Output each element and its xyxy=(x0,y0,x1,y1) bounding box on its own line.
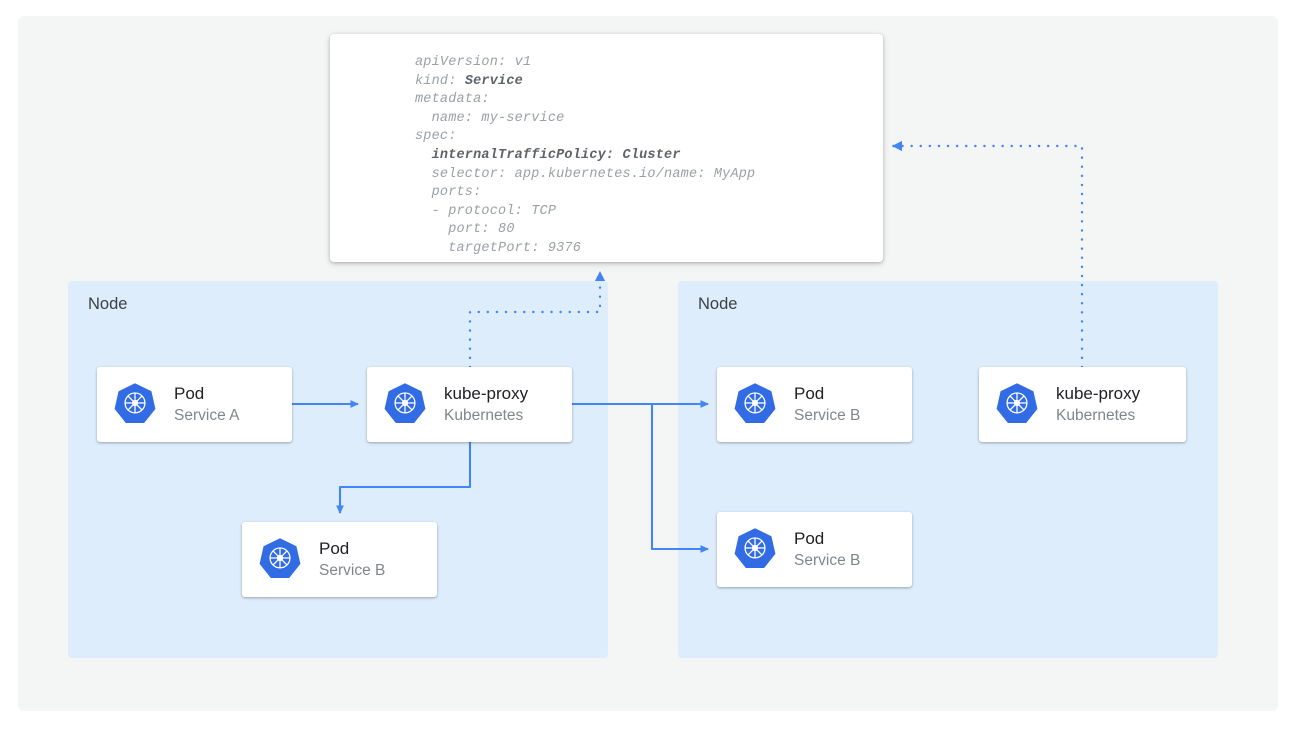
card-subtitle: Service A xyxy=(174,405,239,426)
kubernetes-helm-icon xyxy=(734,381,776,428)
node-right: Node xyxy=(678,281,1218,658)
card-subtitle: Kubernetes xyxy=(1056,405,1140,426)
node-right-label: Node xyxy=(698,295,737,314)
kubernetes-helm-icon xyxy=(734,526,776,573)
card-kube-proxy-right[interactable]: kube-proxy Kubernetes xyxy=(979,367,1186,442)
yaml-line-selector: selector: app.kubernetes.io/name: MyApp xyxy=(415,167,755,182)
card-pod-service-b-right-top[interactable]: Pod Service B xyxy=(717,367,912,442)
card-pod-service-b-right-bottom[interactable]: Pod Service B xyxy=(717,512,912,587)
yaml-line-spec: spec: xyxy=(415,129,457,144)
yaml-line-targetport: targetPort: 9376 xyxy=(415,241,581,256)
card-title: Pod xyxy=(174,383,239,405)
kubernetes-helm-icon xyxy=(384,381,426,428)
yaml-line-name: name: my-service xyxy=(415,111,564,126)
yaml-line-protocol: - protocol: TCP xyxy=(415,204,556,219)
card-pod-service-b-left[interactable]: Pod Service B xyxy=(242,522,437,597)
kubernetes-helm-icon xyxy=(114,381,156,428)
yaml-line-ports: ports: xyxy=(415,185,481,200)
yaml-line-internal-traffic-policy: internalTrafficPolicy: Cluster xyxy=(415,148,681,163)
kubernetes-helm-icon xyxy=(259,536,301,583)
service-manifest-code: apiVersion: v1 kind: Service metadata: n… xyxy=(415,54,755,259)
card-kube-proxy-left[interactable]: kube-proxy Kubernetes xyxy=(367,367,572,442)
card-subtitle: Service B xyxy=(319,560,385,581)
card-title: kube-proxy xyxy=(1056,383,1140,405)
card-title: Pod xyxy=(794,528,860,550)
card-subtitle: Kubernetes xyxy=(444,405,528,426)
yaml-line-apiversion: apiVersion: v1 xyxy=(415,55,531,70)
node-left: Node xyxy=(68,281,608,658)
card-title: Pod xyxy=(794,383,860,405)
card-pod-service-a[interactable]: Pod Service A xyxy=(97,367,292,442)
kubernetes-helm-icon xyxy=(996,381,1038,428)
yaml-line-kind-value: Service xyxy=(465,74,523,89)
node-left-label: Node xyxy=(88,295,127,314)
yaml-line-metadata: metadata: xyxy=(415,92,490,107)
card-title: kube-proxy xyxy=(444,383,528,405)
yaml-line-port: port: 80 xyxy=(415,222,515,237)
yaml-line-kind-key: kind: xyxy=(415,74,465,89)
card-subtitle: Service B xyxy=(794,550,860,571)
service-manifest-card: apiVersion: v1 kind: Service metadata: n… xyxy=(330,34,883,262)
card-subtitle: Service B xyxy=(794,405,860,426)
card-title: Pod xyxy=(319,538,385,560)
